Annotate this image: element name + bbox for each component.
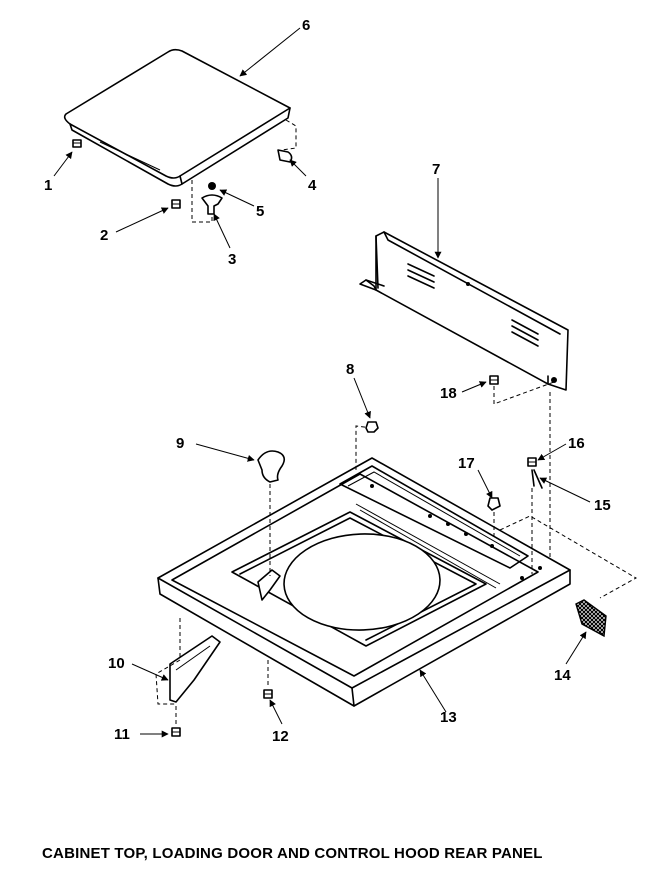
bracket-part-10 bbox=[169, 635, 221, 703]
callout-11: 11 bbox=[114, 726, 130, 743]
screw-part-17 bbox=[487, 497, 501, 511]
callout-15: 15 bbox=[594, 497, 611, 514]
hinge-clip-part-4 bbox=[277, 149, 293, 163]
control-hood-rear-panel bbox=[359, 231, 569, 391]
screw-part-16 bbox=[527, 457, 537, 467]
clip-part-15 bbox=[531, 469, 543, 489]
callout-8: 8 bbox=[346, 361, 354, 378]
callout-3: 3 bbox=[228, 251, 236, 268]
callout-13: 13 bbox=[440, 709, 457, 726]
callout-5: 5 bbox=[256, 203, 264, 220]
filter-part-14 bbox=[575, 599, 607, 638]
callout-16: 16 bbox=[568, 435, 585, 452]
callout-numbers: 1 2 3 4 5 6 7 8 9 10 11 12 13 14 15 16 1… bbox=[44, 17, 611, 745]
nut-part-5 bbox=[208, 182, 216, 190]
hinge-guide-right bbox=[281, 119, 297, 151]
guide-part-8 bbox=[355, 425, 373, 470]
screw-part-12 bbox=[263, 689, 273, 699]
nut-part-8 bbox=[365, 421, 379, 433]
panel-guide-18 bbox=[493, 381, 555, 405]
hinge-part-3 bbox=[201, 194, 223, 215]
callout-6: 6 bbox=[302, 17, 310, 34]
callout-1: 1 bbox=[44, 177, 52, 194]
leader-lines bbox=[53, 27, 591, 738]
screw-part-11 bbox=[171, 727, 181, 737]
callout-4: 4 bbox=[308, 177, 317, 194]
guide-part-14 bbox=[499, 515, 638, 599]
callout-12: 12 bbox=[272, 728, 289, 745]
cabinet-top bbox=[157, 457, 571, 707]
callout-10: 10 bbox=[108, 655, 125, 672]
diagram-caption: CABINET TOP, LOADING DOOR AND CONTROL HO… bbox=[42, 845, 543, 862]
latch-part-9 bbox=[257, 450, 286, 483]
callout-14: 14 bbox=[554, 667, 571, 684]
screw-part-2 bbox=[171, 199, 181, 209]
callout-7: 7 bbox=[432, 161, 440, 178]
callout-17: 17 bbox=[458, 455, 475, 472]
guide-part-10 bbox=[155, 618, 181, 705]
callout-2: 2 bbox=[100, 227, 108, 244]
screw-part-1 bbox=[72, 139, 82, 148]
callout-18: 18 bbox=[440, 385, 457, 402]
hinge-guide-left bbox=[191, 180, 213, 223]
loading-door bbox=[63, 48, 291, 187]
screw-part-18 bbox=[489, 375, 499, 385]
callout-9: 9 bbox=[176, 435, 184, 452]
